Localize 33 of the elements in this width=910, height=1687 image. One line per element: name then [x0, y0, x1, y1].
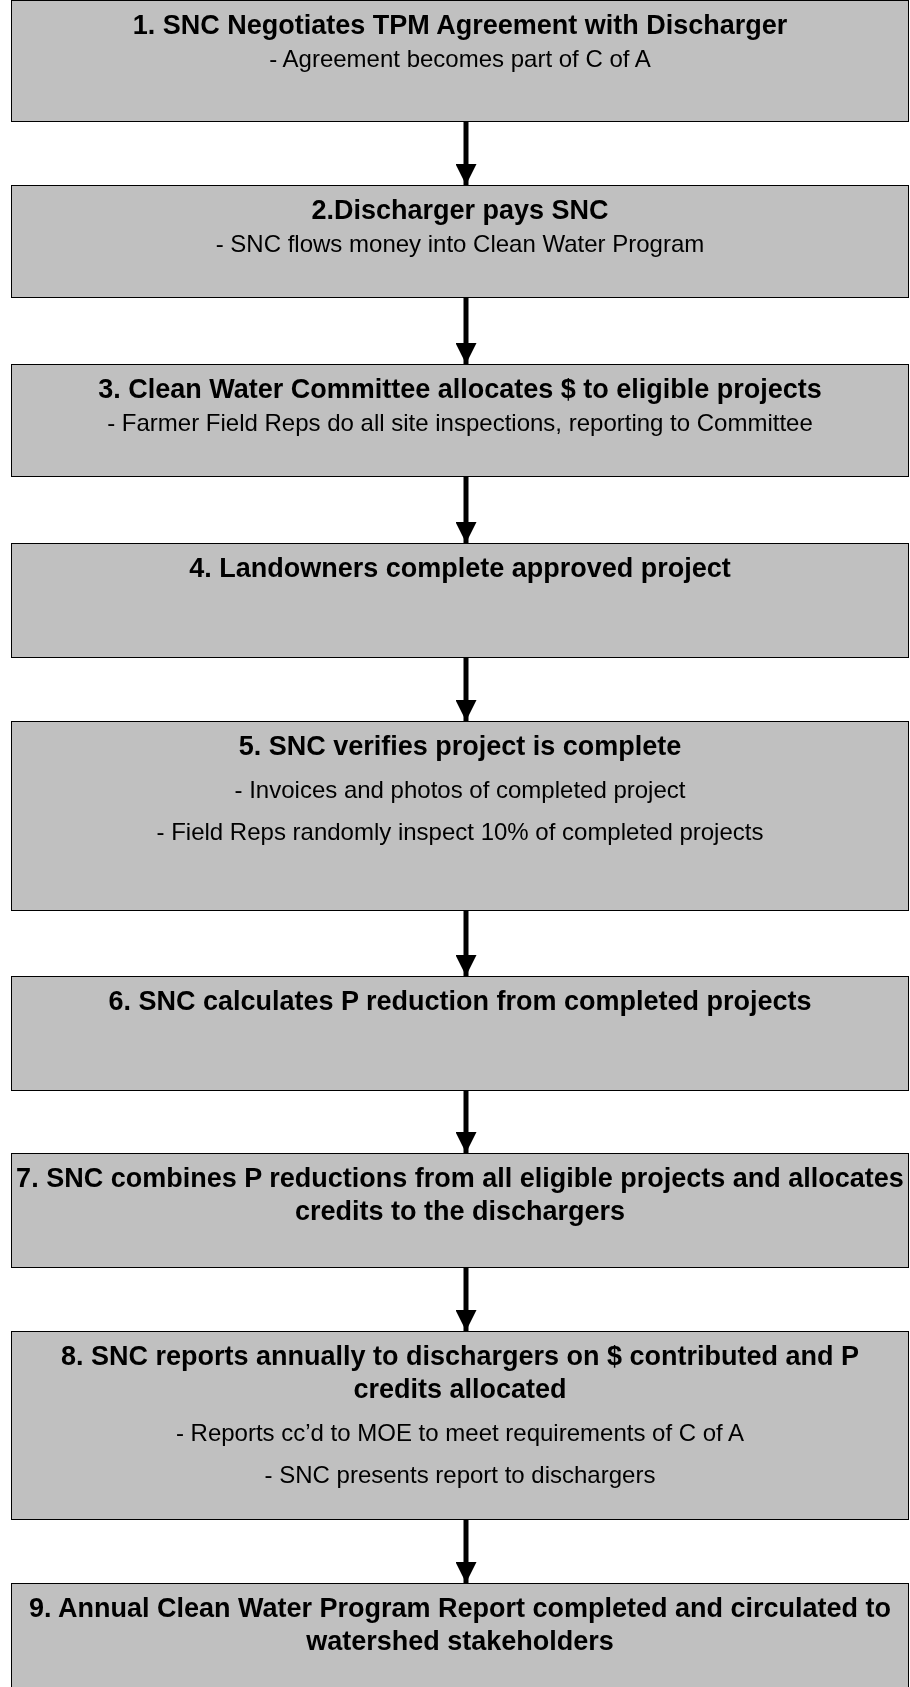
step-detail: - SNC presents report to dischargers — [263, 1459, 657, 1490]
process-box — [11, 185, 909, 298]
process-box — [11, 976, 909, 1091]
process-box — [11, 364, 909, 477]
arrow — [455, 1268, 477, 1331]
step-heading: 9. Annual Clean Water Program Report completed and circulated to watershed stakeholders — [27, 1592, 893, 1658]
process-box — [11, 721, 909, 911]
process-box — [11, 0, 909, 122]
process-box — [11, 1331, 909, 1520]
step-heading: 1. SNC Negotiates TPM Agreement with Discharger — [131, 9, 789, 42]
step-heading: 7. SNC combines P reductions from all eligible projects and allocates credits to the dischargers — [16, 1162, 904, 1228]
process-box — [11, 1153, 909, 1268]
step-heading: 3. Clean Water Committee allocates $ to eligible projects — [97, 373, 823, 406]
step-detail: - Reports cc’d to MOE to meet requirements of C of A — [174, 1417, 746, 1448]
step-heading: 4. Landowners complete approved project — [188, 552, 732, 585]
step-heading: 8. SNC reports annually to dischargers on $ contributed and P credits allocated — [59, 1340, 861, 1406]
arrow — [455, 298, 477, 364]
step-detail: - Field Reps randomly inspect 10% of completed projects — [155, 816, 765, 847]
step-heading: 6. SNC calculates P reduction from completed projects — [107, 985, 813, 1018]
step-detail: - Farmer Field Reps do all site inspections, reporting to Committee — [106, 407, 814, 438]
step-detail: - Agreement becomes part of C of A — [268, 43, 652, 74]
process-box — [11, 543, 909, 658]
process-box — [11, 1583, 909, 1687]
arrow — [455, 658, 477, 721]
arrow — [455, 1520, 477, 1583]
arrow — [455, 122, 477, 185]
step-detail: - Invoices and photos of completed project — [233, 774, 687, 805]
step-heading: 5. SNC verifies project is complete — [237, 730, 683, 763]
step-heading: 2.Discharger pays SNC — [310, 194, 610, 227]
arrow — [455, 477, 477, 543]
arrow — [455, 1091, 477, 1153]
arrow — [455, 911, 477, 976]
step-detail: - SNC flows money into Clean Water Program — [214, 228, 706, 259]
